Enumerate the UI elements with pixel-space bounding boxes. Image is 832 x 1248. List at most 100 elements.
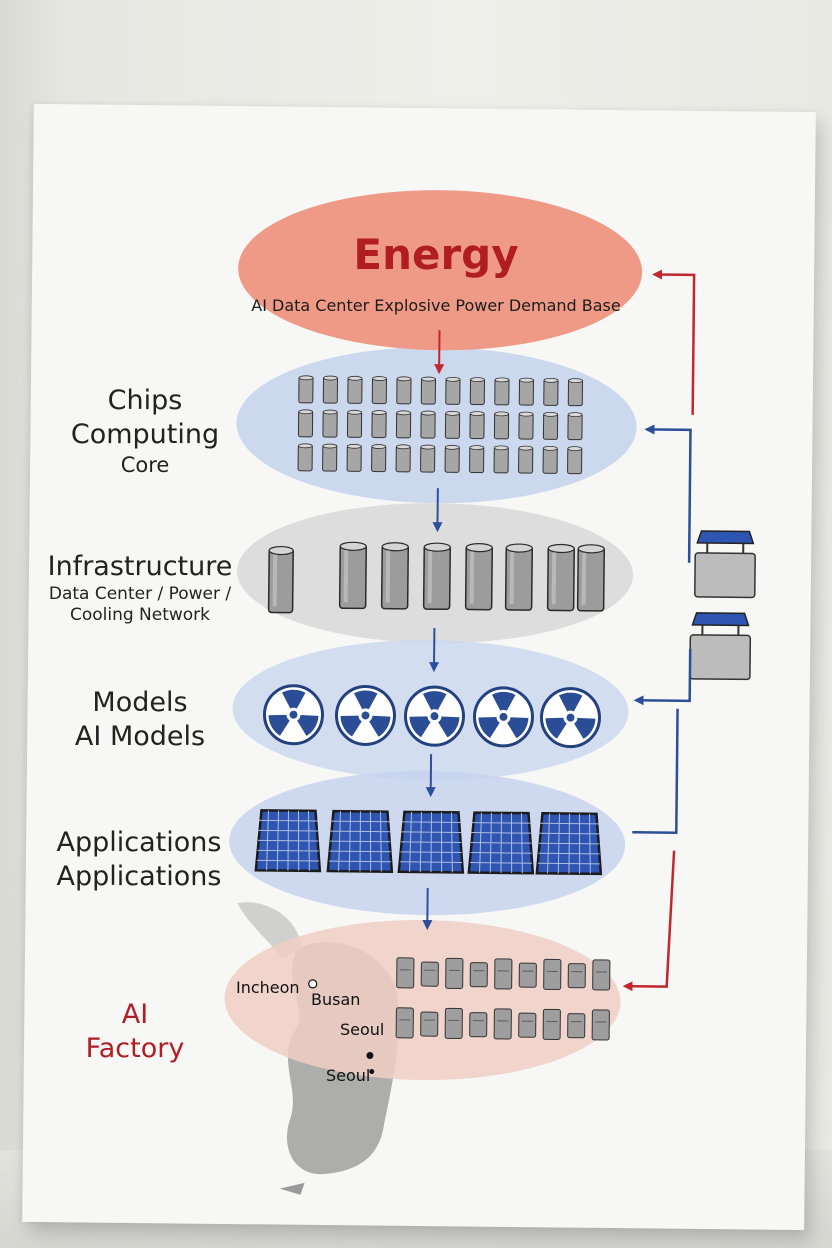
chip-body [395,445,411,473]
chip-top [298,409,314,415]
chip-cylinder-icon [322,409,338,438]
cylinder-shine [343,550,349,603]
chip-body [567,447,583,475]
city-dot-seoul [366,1052,374,1060]
chip-top [543,377,559,383]
station-panel [691,612,750,627]
radiation-blade [340,715,362,737]
chip-body [420,411,436,439]
chip-top [396,410,412,416]
panel-grid-h [401,831,462,833]
city-dot-incheon [308,979,318,989]
panel-grid-h [401,821,461,823]
chip-body [298,376,314,404]
chips-label: Chips Computing Core [70,384,220,478]
rack-body [469,1012,488,1038]
solar-panel-icon [254,809,322,873]
chip-body [493,412,510,440]
radiation-blade [507,717,529,739]
radiation-blade [369,715,391,737]
models-label: Models AI Models [60,686,220,754]
station-box [694,552,756,599]
energy-title: Energy [353,230,519,279]
panel-grid-h [470,842,532,844]
rack-body [518,962,537,988]
cylinder-body [546,545,575,612]
chip-top [494,411,510,417]
chips-label-2: Computing [70,418,220,450]
models-label-2: AI Models [74,720,206,752]
panel-grid-h [538,852,600,855]
chip-body [322,376,339,404]
chip-cylinder-icon [297,443,313,472]
radiation-icon [262,684,324,746]
server-cylinder-icon [504,543,533,611]
chip-body [371,445,387,473]
chip-top [395,444,411,450]
feedback-arrow-energy [652,269,696,415]
chip-top [445,376,461,382]
solar-panel-icon [535,812,603,876]
panel-grid-h [471,822,531,824]
chip-body [494,378,510,406]
chip-top [470,377,485,382]
cylinder-top [268,545,294,556]
chip-body [518,446,534,474]
chip-cylinder-icon [444,444,460,473]
cylinder-shine [509,551,515,604]
server-cylinder-icon [338,541,367,610]
rack-body [543,958,562,990]
radiation-center [289,710,298,719]
applications-label: Applications Applications [44,826,234,894]
city-incheon: Incheon [236,978,300,997]
city-seoul-1: Seoul [340,1020,385,1039]
chip-body [567,413,583,441]
chip-top [420,444,436,450]
layer-diagram [224,190,756,1195]
radiation-center [361,711,370,720]
chip-body [371,411,387,439]
feedback-arrow-factory [622,850,676,992]
rack-body [591,1009,610,1041]
rack-body [395,1007,414,1039]
chip-top [323,375,338,381]
ai-factory-label-1: AI [121,999,149,1030]
chip-body [444,411,461,439]
feedback-arrow-chips [644,424,692,563]
chip-cylinder-icon [567,412,583,441]
chip-cylinder-icon [347,375,363,404]
solar-station-icon [689,612,752,681]
panel-grid-h [471,832,532,834]
server-cylinder-icon [267,545,294,614]
chip-cylinder-icon [518,411,534,440]
chip-top [543,411,559,417]
panel-grid-h [400,851,462,853]
cylinder-top [577,544,605,554]
chip-body [322,410,338,438]
chip-cylinder-icon [298,375,314,404]
chip-body [346,444,362,472]
radiation-blade [422,691,447,711]
radiation-blade [574,717,596,739]
server-cylinder-icon [422,542,451,611]
radiation-blade [281,689,306,709]
radiation-blade [268,714,290,736]
radiation-center [499,712,508,721]
chip-cylinder-icon [322,443,338,472]
chip-top [518,445,534,451]
ai-factory-label-2: Factory [85,1032,185,1064]
cylinder-top [381,542,409,552]
panel-grid-h [539,832,600,835]
chip-top [298,375,314,381]
chip-cylinder-icon [346,443,362,472]
chip-cylinder-icon [543,377,559,406]
server-rack-icon [420,961,439,987]
panel-grid-h [257,839,319,842]
chip-body [297,410,314,438]
chip-cylinder-icon [420,444,436,473]
rack-body [396,957,415,989]
chip-body [567,379,583,407]
chip-cylinder-icon [371,444,387,473]
chip-body [518,412,534,440]
server-rack-icon [396,957,415,989]
